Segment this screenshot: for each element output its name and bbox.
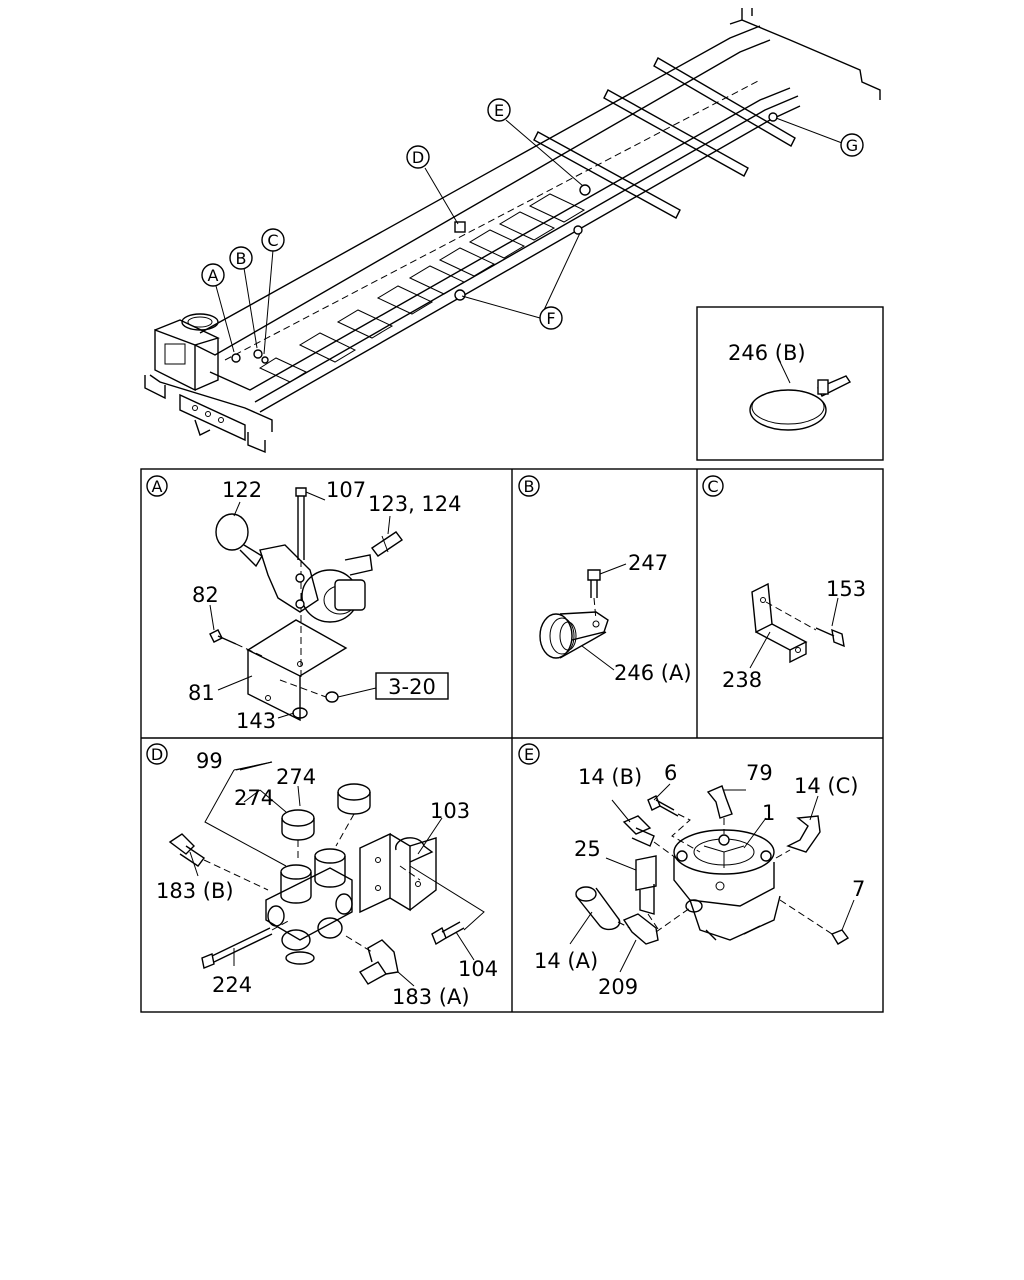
label-6: 6 — [664, 761, 677, 785]
label-238: 238 — [722, 668, 762, 692]
panel-a-letter: A — [146, 475, 168, 497]
callout-c: C — [261, 228, 285, 252]
label-107: 107 — [326, 478, 366, 502]
label-104: 104 — [458, 957, 498, 981]
callout-f: F — [539, 306, 563, 330]
panel-d: D — [146, 743, 498, 1009]
label-153: 153 — [826, 577, 866, 601]
svg-text:F: F — [546, 309, 555, 328]
svg-text:E: E — [524, 745, 534, 764]
callout-d: D — [406, 145, 430, 169]
svg-text:A: A — [152, 477, 163, 496]
panel-e: E — [518, 743, 865, 999]
label-25: 25 — [574, 837, 601, 861]
svg-text:G: G — [846, 136, 858, 155]
inset-label: 246 (B) — [728, 341, 806, 365]
panel-a: A — [146, 475, 462, 733]
label-143: 143 — [236, 709, 276, 733]
svg-text:D: D — [412, 148, 424, 167]
label-82: 82 — [192, 583, 219, 607]
svg-text:A: A — [208, 266, 219, 285]
chassis-frame-overview — [144, 8, 881, 454]
label-103: 103 — [430, 799, 470, 823]
panel-e-letter: E — [518, 743, 540, 765]
panel-c: C 153 238 — [702, 475, 866, 692]
panel-b-letter: B — [518, 475, 540, 497]
label-99: 99 — [196, 749, 223, 773]
callout-b: B — [229, 246, 253, 270]
label-14b: 14 (B) — [578, 765, 642, 789]
detail-grid-frame — [140, 468, 884, 1013]
label-224: 224 — [212, 973, 252, 997]
label-7: 7 — [852, 877, 865, 901]
overview-leaders — [215, 117, 843, 355]
label-14c: 14 (C) — [794, 774, 858, 798]
panel-d-letter: D — [146, 743, 168, 765]
svg-text:D: D — [151, 745, 163, 764]
callout-a: A — [201, 263, 225, 287]
inset-246b: 246 (B) — [696, 306, 884, 461]
label-79: 79 — [746, 761, 773, 785]
panel-c-letter: C — [702, 475, 724, 497]
panel-b: B 247 246 (A) — [518, 475, 692, 685]
svg-text:B: B — [236, 249, 247, 268]
label-122: 122 — [222, 478, 262, 502]
label-183a: 183 (A) — [392, 985, 470, 1009]
callout-e: E — [487, 98, 511, 122]
callout-g: G — [840, 133, 864, 157]
svg-text:B: B — [524, 477, 535, 496]
svg-text:E: E — [494, 101, 504, 120]
svg-text:C: C — [267, 231, 278, 250]
label-81: 81 — [188, 681, 215, 705]
label-1: 1 — [762, 801, 775, 825]
ref-box-3-20 — [375, 672, 449, 700]
label-274-lower: 274 — [234, 786, 274, 810]
label-14a: 14 (A) — [534, 949, 598, 973]
label-247: 247 — [628, 551, 668, 575]
svg-text:C: C — [707, 477, 718, 496]
label-274-upper: 274 — [276, 765, 316, 789]
ref-box-label: 3-20 — [388, 675, 436, 699]
label-246a: 246 (A) — [614, 661, 692, 685]
label-123-124: 123, 124 — [368, 492, 462, 516]
label-209: 209 — [598, 975, 638, 999]
label-183b: 183 (B) — [156, 879, 234, 903]
